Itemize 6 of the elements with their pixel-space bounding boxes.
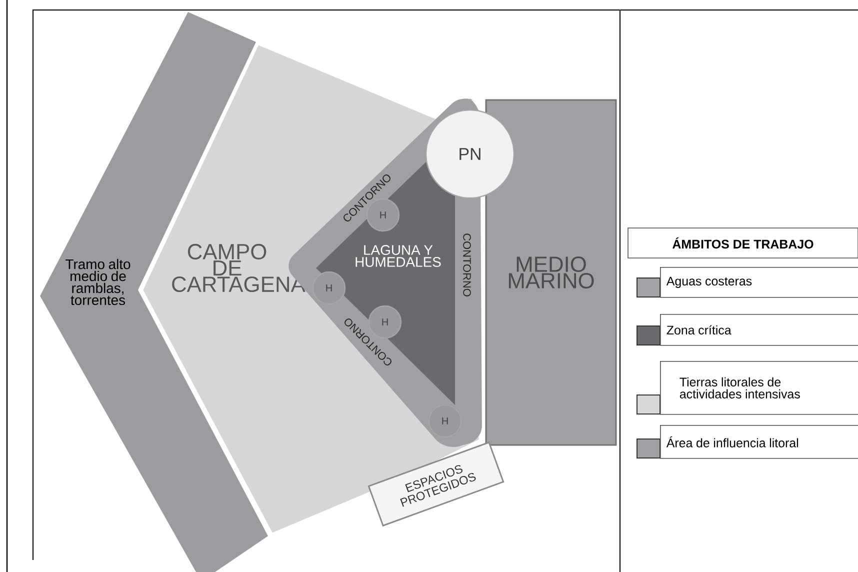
legend-label: Tierras litorales de actividades intensivas	[660, 360, 858, 415]
legend-heading: ÁMBITOS DE TRABAJO	[628, 228, 858, 258]
legend-label: Área de influencia litoral	[660, 424, 858, 459]
legend-label: Aguas costeras	[660, 267, 858, 298]
legend-label: Zona crítica	[660, 314, 858, 346]
zone-rectangle: MEDIO MARINO	[485, 99, 617, 446]
